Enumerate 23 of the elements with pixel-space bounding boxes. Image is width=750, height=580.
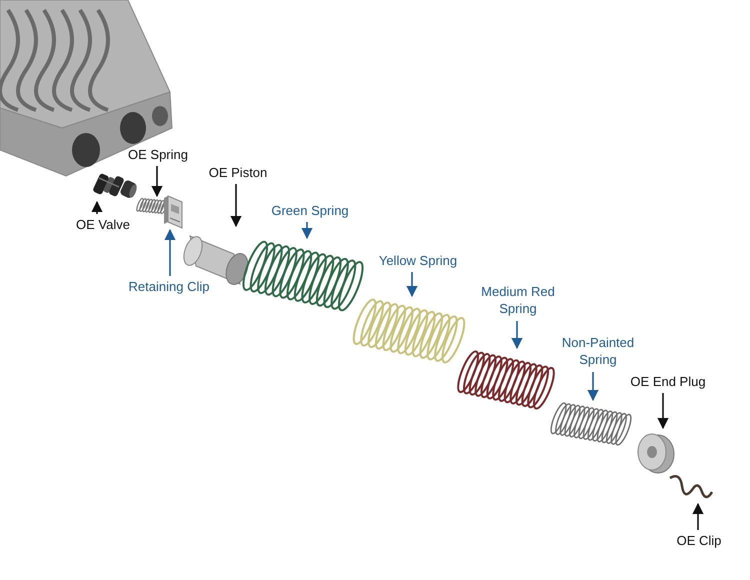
part-label: Green Spring bbox=[258, 202, 362, 219]
part-label: Yellow Spring bbox=[364, 252, 472, 269]
leader-arrow bbox=[511, 321, 523, 350]
leader-arrow bbox=[406, 272, 418, 298]
leader-arrow bbox=[91, 200, 103, 214]
part-label: OE End Plug bbox=[620, 373, 716, 390]
part-label: Retaining Clip bbox=[128, 278, 210, 295]
leader-arrow bbox=[230, 184, 242, 228]
leader-arrow bbox=[151, 166, 163, 198]
leader-arrow bbox=[657, 393, 669, 430]
leader-arrow bbox=[587, 372, 599, 402]
part-label: OE Valve bbox=[70, 216, 136, 233]
part-label: OE Spring bbox=[116, 146, 200, 163]
part-label: OE Piston bbox=[200, 164, 276, 181]
clip-drawing bbox=[162, 194, 184, 230]
spring-drawing bbox=[460, 348, 552, 412]
part-label: OE Clip bbox=[668, 532, 730, 549]
part-label: Non-Painted Spring bbox=[546, 334, 650, 368]
leader-arrow bbox=[301, 222, 313, 240]
leader-arrow bbox=[164, 228, 176, 276]
part-label: Medium Red Spring bbox=[468, 283, 568, 317]
leader-arrow bbox=[692, 502, 704, 530]
spring-drawing bbox=[552, 400, 630, 448]
